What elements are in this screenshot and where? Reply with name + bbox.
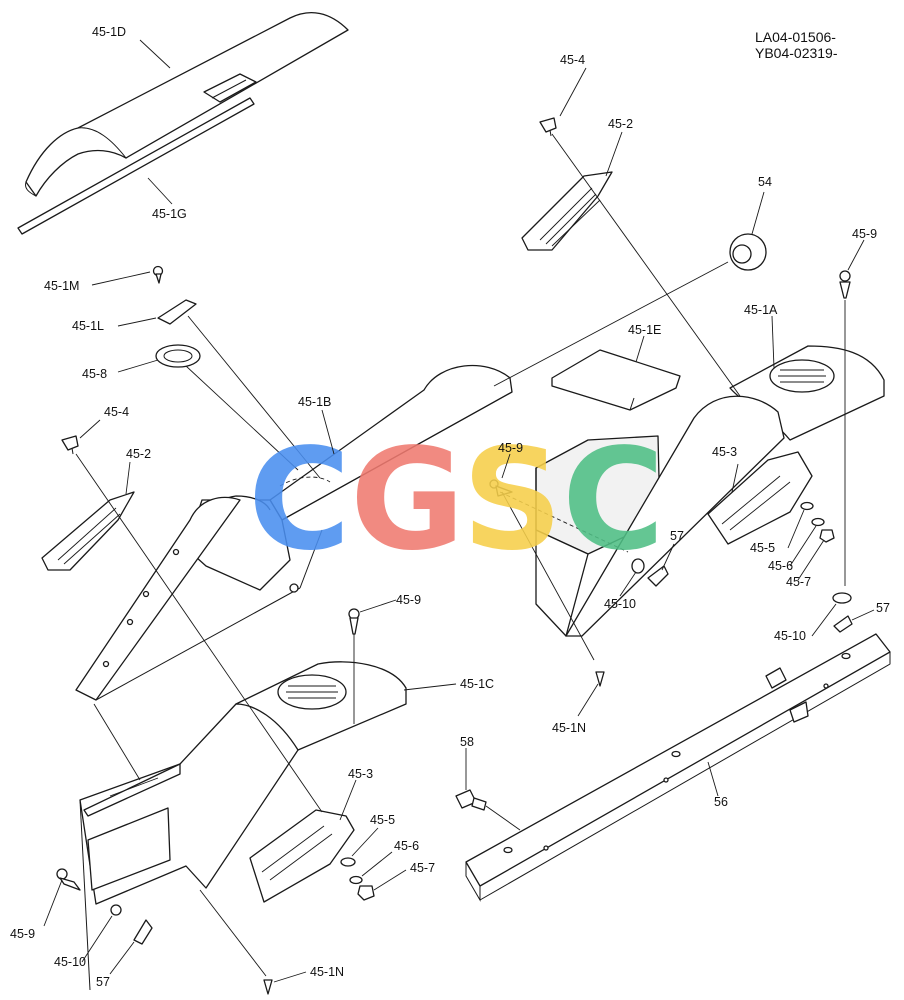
callout-45-1g: 45-1G [152,207,187,221]
callout-45-10-right: 45-10 [774,629,806,643]
callout-labels: 45-1D 45-1G 45-4 45-2 54 45-9 45-1M 45-1… [10,25,890,989]
callout-leaders [43,39,875,983]
callout-45-1l: 45-1L [72,319,104,333]
part-45-10-right-grommet [832,592,852,604]
document-code-1: LA04-01506- [755,29,836,45]
callout-45-1c: 45-1C [460,677,494,691]
callout-45-4-left: 45-4 [104,405,129,419]
part-57-lower-clip [133,919,153,945]
part-45-4-left-screw [61,435,79,455]
part-45-1g-rod [17,97,255,235]
callout-57-mid: 57 [670,529,684,543]
part-58-bolt [455,789,487,811]
watermark-letter-2: G [350,419,465,582]
callout-58: 58 [460,735,474,749]
part-45-1e-flap [551,349,681,411]
part-45-1d-top-cover [25,12,349,197]
part-45-2-top-grille [521,171,613,251]
part-45-1n-lower-pin [263,979,273,995]
watermark-letter-3: S [462,419,563,582]
part-45-9-lower-clip [56,868,81,891]
callout-57-right: 57 [876,601,890,615]
callout-45-1n-lower: 45-1N [310,965,344,979]
callout-45-7-right: 45-7 [786,575,811,589]
part-45-4-top-screw [539,117,557,137]
part-45-7-right-nut [819,529,835,543]
part-45-5-lower-washer [340,857,356,867]
part-45-8-grommet [155,344,201,368]
callout-45-9-center: 45-9 [396,593,421,607]
callout-45-1b: 45-1B [298,395,331,409]
part-57-mid-clip [647,565,669,587]
callout-45-9-right: 45-9 [852,227,877,241]
callout-45-8: 45-8 [82,367,107,381]
callout-45-4-top: 45-4 [560,53,585,67]
part-45-5-right-washer [800,501,814,511]
callout-45-6-lower: 45-6 [394,839,419,853]
part-45-1c-fender [79,661,407,991]
callout-45-1d: 45-1D [92,25,126,39]
part-56-rail [465,633,891,902]
part-45-1a-fender [535,345,885,637]
callout-57-lower: 57 [96,975,110,989]
watermark-letter-1: C [248,419,351,582]
callout-56: 56 [714,795,728,809]
part-45-10-mid-grommet [631,558,645,574]
part-45-3-right-grille [707,451,813,545]
document-code-2: YB04-02319- [755,45,838,61]
part-45-9-center-clip [348,608,360,635]
callout-45-3-lower: 45-3 [348,767,373,781]
callout-45-1n-mid: 45-1N [552,721,586,735]
part-45-6-right-washer [811,517,825,527]
watermark-letter-4: C [562,419,665,582]
assembly-lines [75,133,846,977]
callout-45-10-mid: 45-10 [604,597,636,611]
callout-45-5-lower: 45-5 [370,813,395,827]
part-45-7-lower-nut [357,885,375,901]
callout-45-3-right: 45-3 [712,445,737,459]
part-45-1l-bracket [157,299,197,325]
part-45-9-right-clip [839,270,851,299]
callout-45-5-right: 45-5 [750,541,775,555]
part-57-right-clip [833,615,853,633]
callout-45-9-lower: 45-9 [10,927,35,941]
callout-45-1a: 45-1A [744,303,778,317]
callout-45-2-top: 45-2 [608,117,633,131]
part-45-9-mid-clip [489,479,513,497]
callout-45-1e: 45-1E [628,323,661,337]
watermark: C G S C [248,419,665,582]
callout-45-7-lower: 45-7 [410,861,435,875]
part-45-6-lower-washer [349,875,363,885]
part-45-3-lower-grille [249,809,355,903]
part-45-2-left-grille [41,491,135,571]
callout-45-2-left: 45-2 [126,447,151,461]
callout-45-6-right: 45-6 [768,559,793,573]
callout-45-9-mid: 45-9 [498,441,523,455]
part-45-1b-housing [75,364,513,701]
part-45-1m-pin [152,265,164,284]
part-45-1n-mid-pin [595,671,605,687]
part-54-grommet [729,233,767,271]
callout-45-1m: 45-1M [44,279,79,293]
callout-45-10-lower: 45-10 [54,955,86,969]
callout-54: 54 [758,175,772,189]
